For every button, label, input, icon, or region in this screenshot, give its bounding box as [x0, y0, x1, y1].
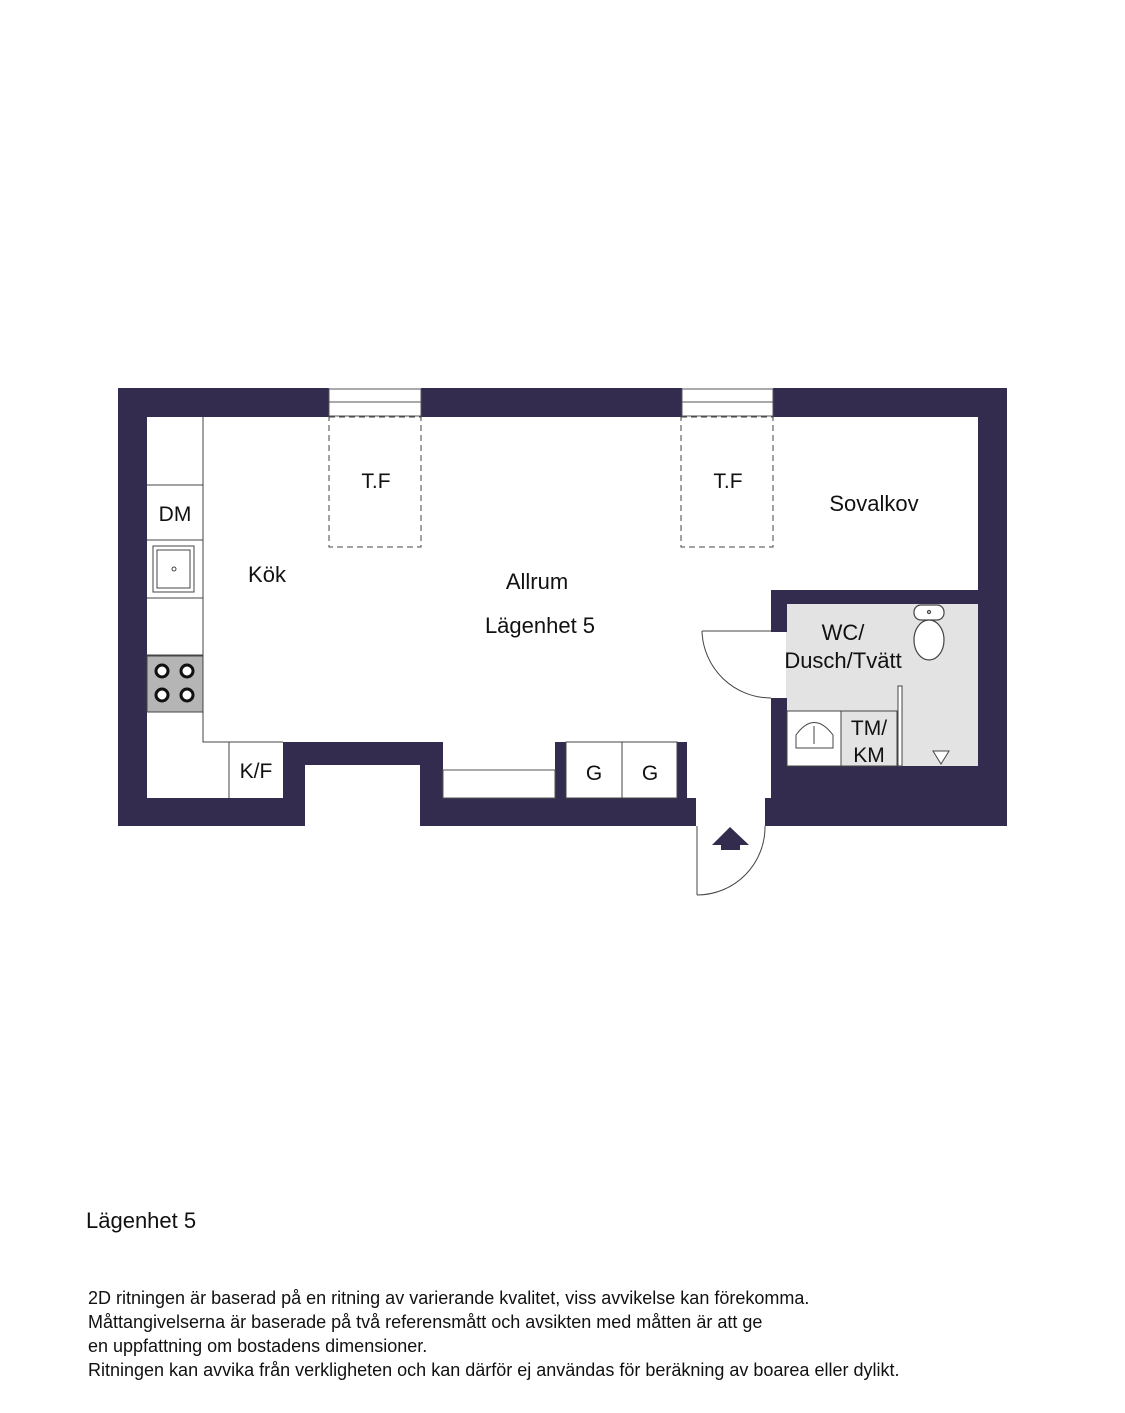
bathroom-walls	[771, 590, 1007, 826]
wardrobe-label-1: G	[586, 762, 602, 785]
window-label-1: T.F	[361, 470, 390, 493]
window-top-left	[328, 388, 422, 417]
window-areas	[328, 416, 774, 548]
disclaimer: 2D ritningen är baserad på en ritning av…	[88, 1286, 899, 1382]
living-room-label: Allrum	[506, 569, 568, 594]
disclaimer-line: Ritningen kan avvika från verkligheten o…	[88, 1360, 900, 1380]
floor-drain-icon	[932, 750, 950, 765]
kitchen-label: Kök	[248, 562, 287, 587]
bathroom-label-line2: Dusch/Tvätt	[784, 648, 901, 673]
washer-label-line2: KM	[853, 744, 885, 767]
stove-icon	[146, 655, 204, 713]
washer-dryer	[840, 710, 898, 767]
sink-icon	[152, 545, 195, 593]
shower-screen	[897, 685, 903, 767]
kitchen-counter	[147, 417, 283, 798]
disclaimer-line: 2D ritningen är baserad på en ritning av…	[88, 1288, 810, 1308]
entrance-arrow-icon	[712, 827, 749, 850]
bathroom-label-line1: WC/	[822, 620, 866, 645]
floor-plan: Kök Allrum Lägenhet 5 Sovalkov WC/ Dusch…	[118, 388, 1007, 896]
fridge-freezer-label: K/F	[240, 760, 273, 783]
entrance-door	[696, 825, 766, 896]
bathroom-door	[701, 630, 772, 699]
window-label-2: T.F	[713, 470, 742, 493]
wardrobe-label-2: G	[642, 762, 658, 785]
plan-caption: Lägenhet 5	[86, 1208, 197, 1233]
dishwasher-label: DM	[159, 503, 192, 526]
washbasin-icon	[786, 710, 842, 767]
washer-label-line1: TM/	[851, 717, 887, 740]
window-top-right	[681, 388, 774, 417]
alcove-label: Sovalkov	[829, 491, 918, 516]
disclaimer-line: Måttangivelserna är baserade på två refe…	[88, 1312, 763, 1332]
disclaimer-line: en uppfattning om bostadens dimensioner.	[88, 1336, 428, 1356]
wardrobes	[565, 741, 678, 799]
toilet-icon	[913, 604, 945, 661]
window-bottom	[442, 769, 556, 799]
apartment-label: Lägenhet 5	[485, 613, 595, 638]
